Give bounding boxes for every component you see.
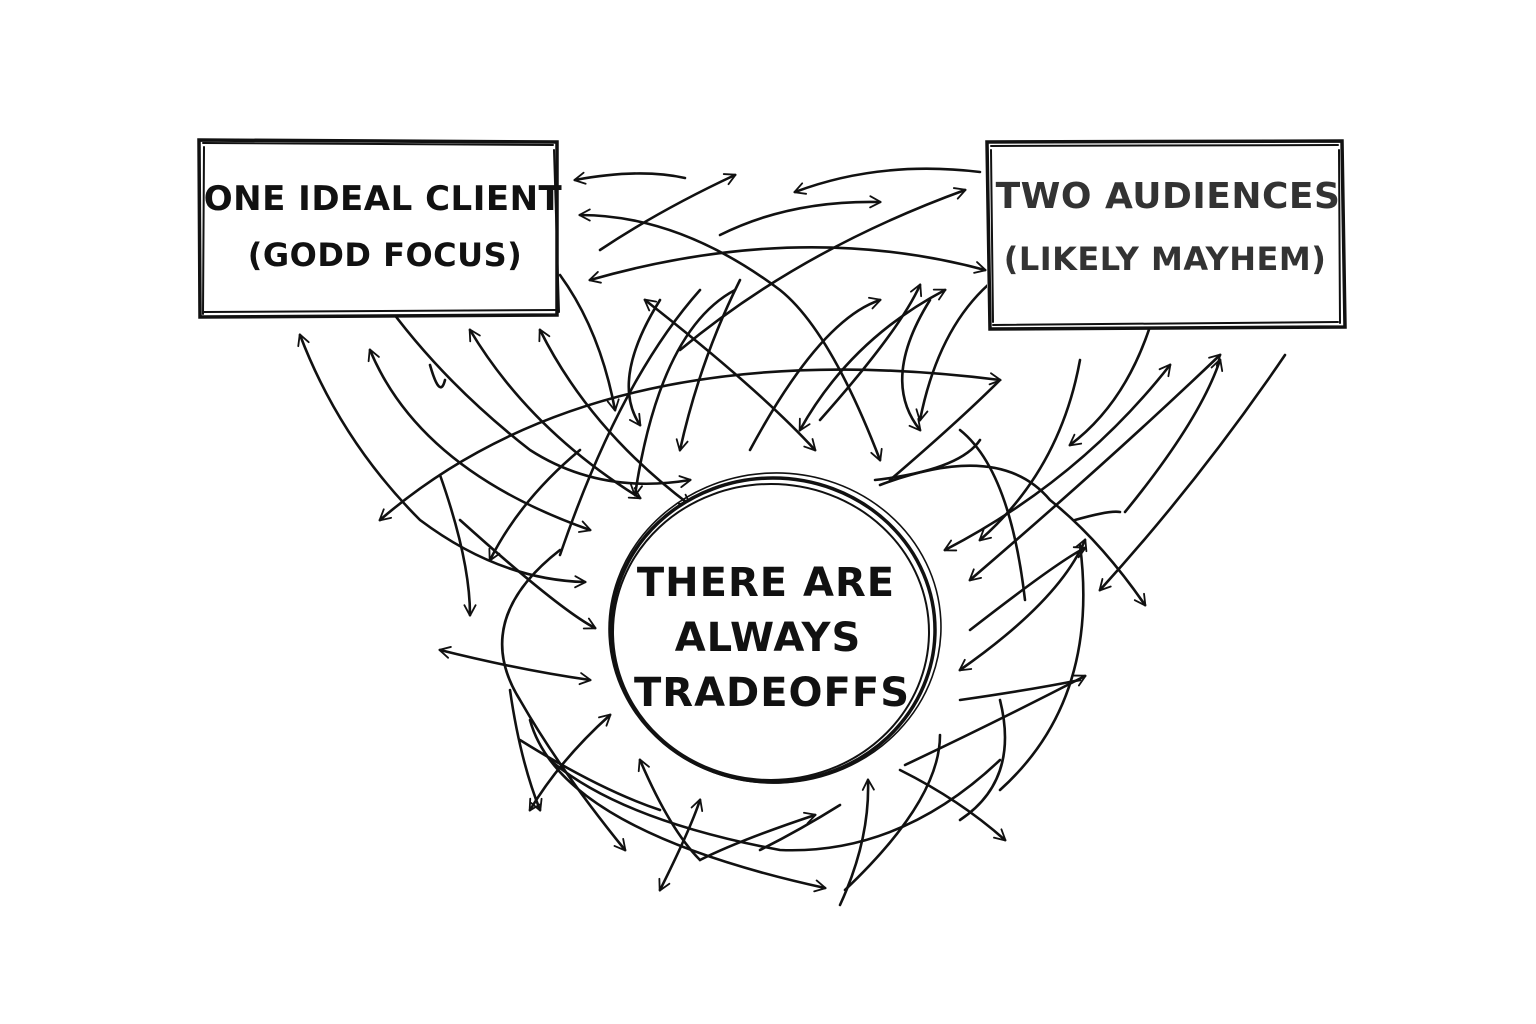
left-box-subtitle: (GODD FOCUS) [248, 236, 523, 274]
sketch-arrow [528, 718, 827, 893]
left-box: ONE IDEAL CLIENT (GODD FOCUS) [197, 138, 563, 319]
right-box: TWO AUDIENCES (LIKELY MAYHEM) [985, 139, 1347, 331]
sketch-arrow [793, 167, 982, 195]
center-circle: THERE ARE ALWAYS TRADEOFFS [608, 472, 942, 784]
sketch-arrow [1098, 353, 1287, 592]
sketch-arrow [1073, 510, 1122, 522]
sketch-arrow [438, 473, 477, 617]
sketch-arrow [428, 363, 447, 389]
sketch-arrow [500, 548, 627, 852]
sketch-arrow [878, 464, 1147, 607]
right-box-subtitle: (LIKELY MAYHEM) [1004, 240, 1327, 278]
sketch-arrow [898, 768, 1007, 842]
sketch-arrow [558, 288, 702, 557]
sketch-arrow [637, 758, 702, 862]
sketch-arrow [1068, 308, 1157, 447]
sketch-arrow [588, 246, 987, 284]
sketch-arrow [698, 811, 817, 862]
sketch-arrow [958, 538, 1088, 672]
sketch-arrow [915, 273, 1002, 422]
sketch-arrow [968, 353, 1222, 582]
sketch-arrow [958, 428, 1027, 602]
sketch-arrow [438, 646, 592, 686]
sketch-arrow [518, 738, 662, 812]
sketch-arrow [1123, 358, 1224, 514]
left-box-title: ONE IDEAL CLIENT [204, 179, 563, 219]
sketch-arrow [598, 173, 737, 252]
sketch-arrow [873, 438, 982, 482]
arrows-layer [297, 167, 1287, 907]
sketch-arrow [758, 803, 842, 852]
sketch-arrow [558, 273, 620, 412]
sketch-arrow [998, 543, 1085, 792]
sketch-arrow [900, 298, 932, 432]
sketch-arrow [888, 378, 1002, 482]
sketch-arrow [843, 733, 942, 892]
sketch-arrow [718, 195, 882, 237]
sketch-arrow [958, 698, 1007, 822]
center-line-2: ALWAYS [675, 615, 862, 661]
sketch-arrow [958, 678, 1082, 702]
sketch-arrow [678, 187, 967, 352]
sketch-arrow [675, 278, 742, 452]
sketch-arrow [488, 448, 582, 562]
sketch-arrow [538, 328, 692, 507]
sketch-arrow [548, 758, 1002, 852]
sketch-arrow [748, 296, 882, 452]
sketch-arrow [903, 674, 1087, 767]
sketch-arrow [458, 518, 597, 630]
sketch-arrow [943, 363, 1172, 552]
sketch-arrow [528, 713, 612, 812]
center-line-1: THERE ARE [637, 560, 895, 606]
sketch-arrow [658, 798, 704, 892]
right-box-title: TWO AUDIENCES [996, 176, 1341, 217]
center-line-3: TRADEOFFS [634, 670, 910, 716]
sketch-arrow [367, 348, 592, 533]
sketch-arrow [573, 171, 687, 185]
